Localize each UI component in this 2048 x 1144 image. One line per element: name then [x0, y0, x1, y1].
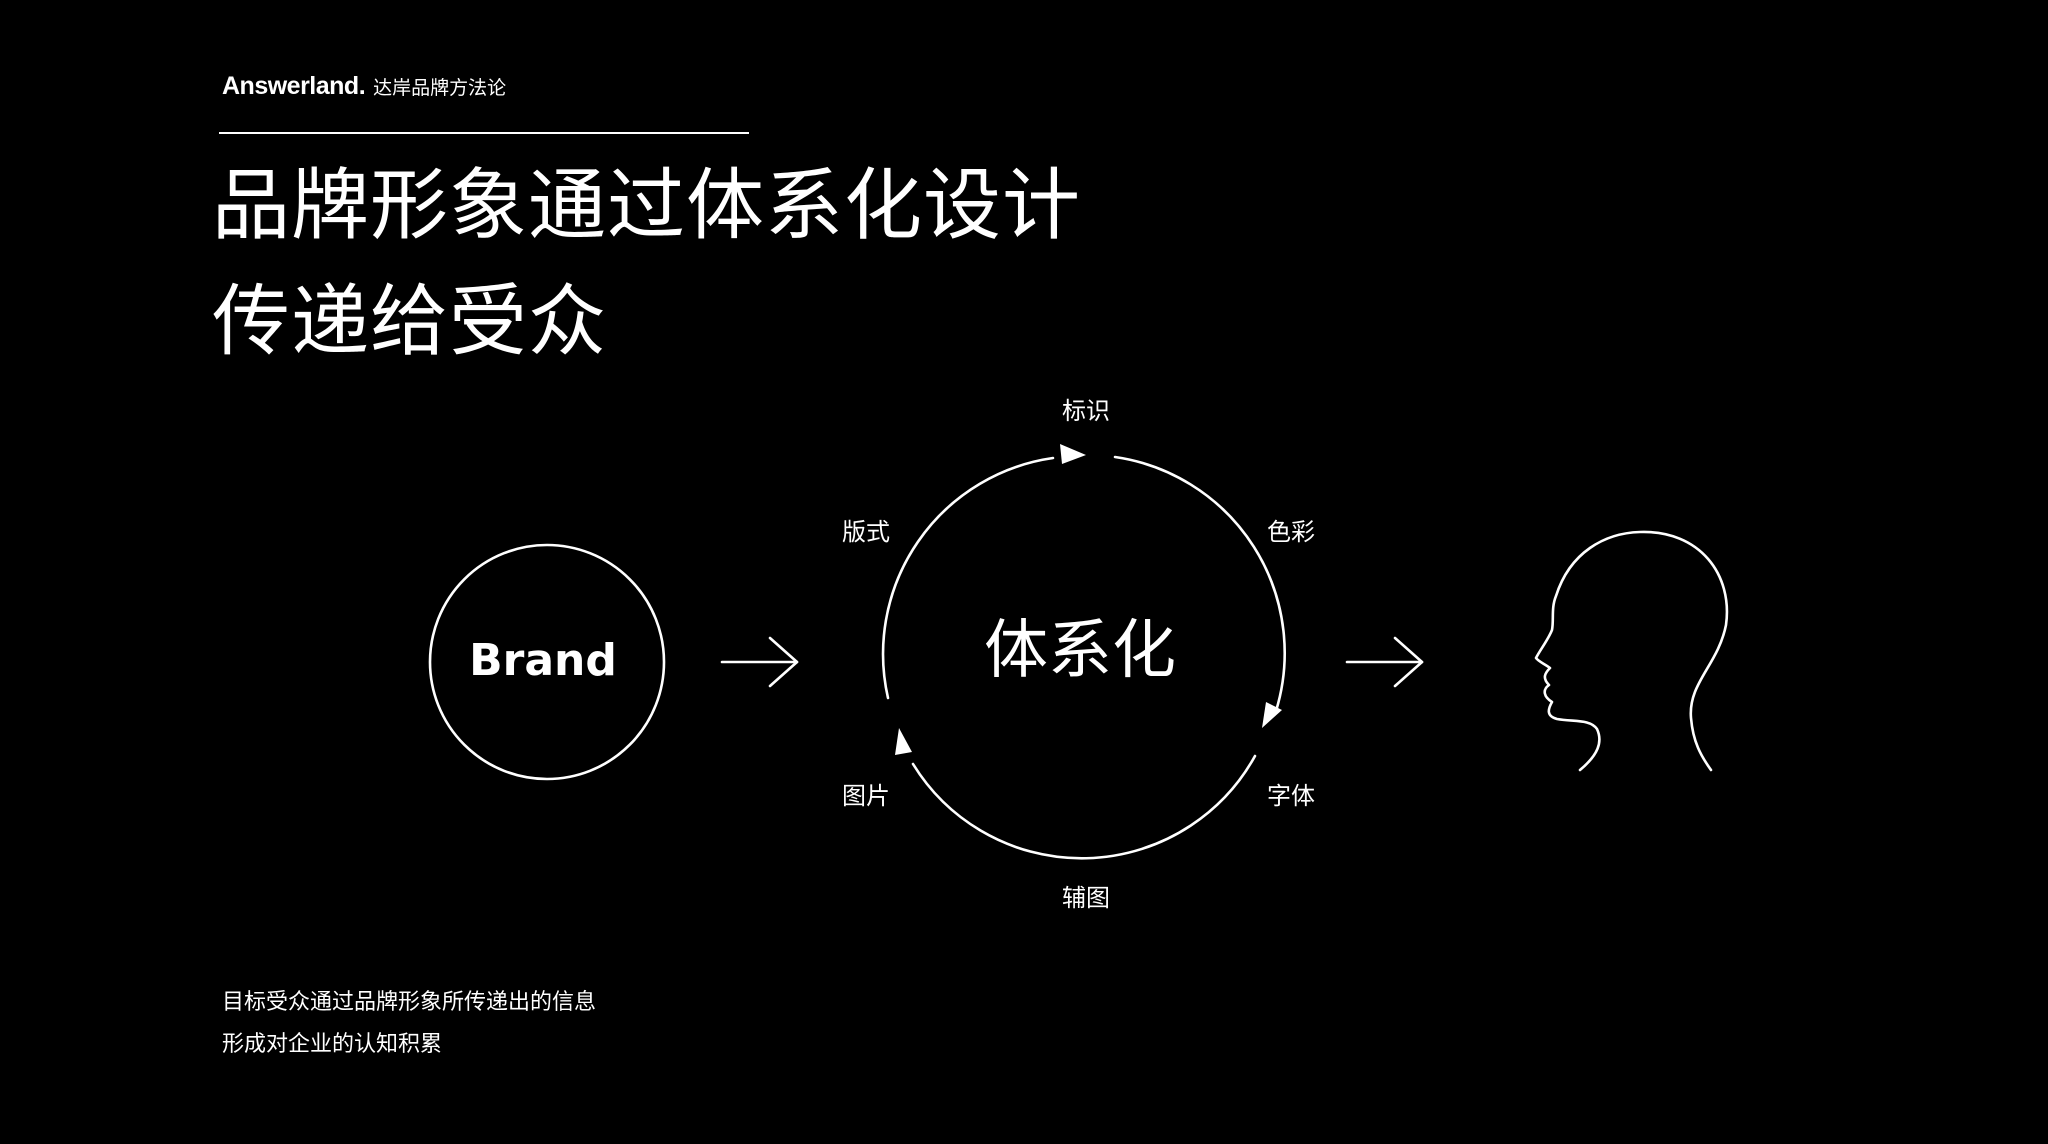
header-divider	[219, 132, 749, 134]
brand-logo: Answerland.	[222, 72, 366, 100]
headline-line-1: 品牌形象通过体系化设计	[212, 161, 1082, 251]
center-label: 体系化	[984, 614, 1176, 688]
cycle-arc-left	[881, 456, 1055, 700]
footnote-line-1: 目标受众通过品牌形象所传递出的信息	[222, 990, 597, 1015]
brand-tagline: 达岸品牌方法论	[373, 77, 507, 99]
brand-circle	[428, 543, 666, 781]
cycle-item-color: 色彩	[1267, 518, 1315, 546]
headline-line-2: 传递给受众	[212, 277, 608, 367]
cycle-item-auxiliary-graphics: 辅图	[1062, 884, 1110, 912]
brand-header: Answerland. 达岸品牌方法论	[222, 72, 506, 101]
cycle-item-layout: 版式	[842, 518, 890, 546]
footnote-line-2: 形成对企业的认知积累	[222, 1032, 443, 1057]
cycle-arc-right	[1113, 455, 1286, 713]
human-head-profile-icon	[1534, 530, 1729, 772]
cycle-arrowhead-right	[1262, 702, 1282, 728]
page-headline: 品牌形象通过体系化设计 传递给受众	[212, 148, 1081, 380]
cycle-item-logo: 标识	[1062, 397, 1110, 425]
arrow-right-icon	[720, 636, 799, 688]
cycle-arrowhead-left	[895, 728, 912, 755]
cycle-arrowhead-top	[1060, 444, 1086, 464]
arrow-right-icon	[1345, 636, 1424, 688]
cycle-item-imagery: 图片	[842, 782, 890, 810]
footnote: 目标受众通过品牌形象所传递出的信息 形成对企业的认知积累	[222, 982, 596, 1066]
cycle-item-typeface: 字体	[1267, 782, 1315, 810]
brand-label: Brand	[469, 635, 617, 686]
cycle-arc-bottom	[911, 754, 1257, 860]
